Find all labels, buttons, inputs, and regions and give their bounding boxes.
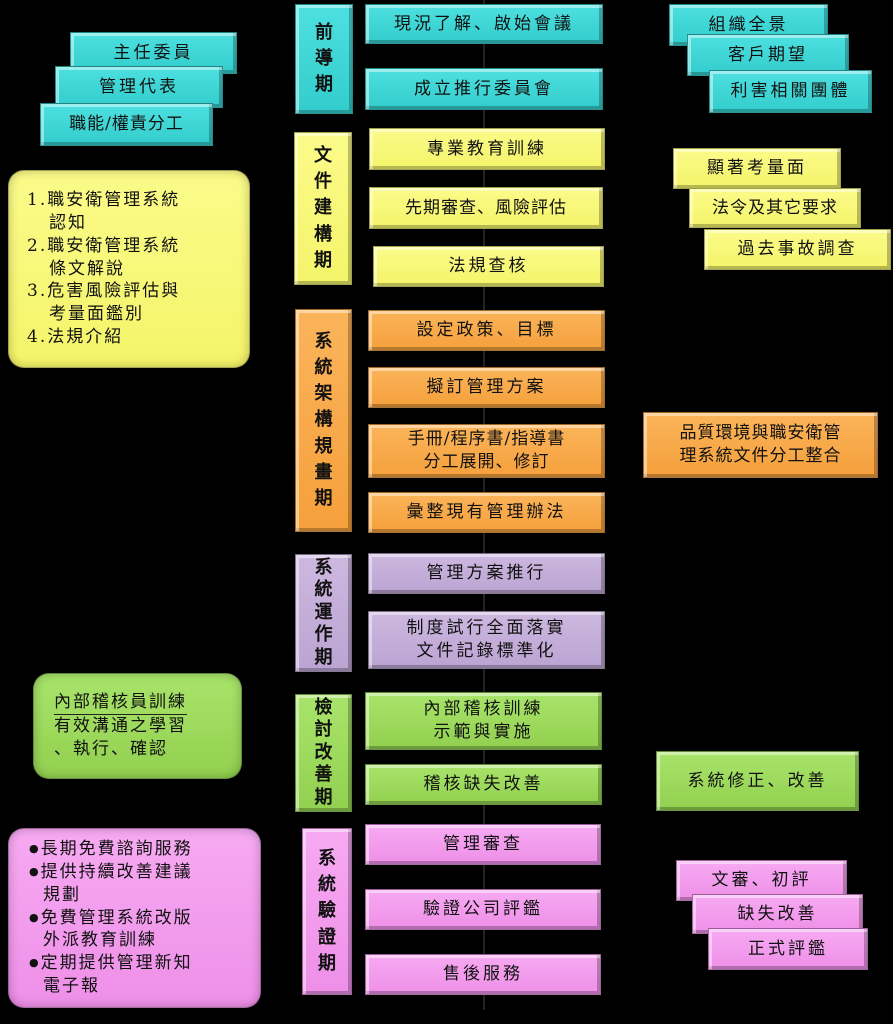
box-line: 有效溝通之學習 — [54, 716, 187, 737]
right-item-stakeholders: 利害相關團體 — [709, 70, 872, 113]
bullet-item: ●定期提供管理新知 — [29, 953, 193, 974]
list-item: 2.職安衛管理系統 — [27, 235, 181, 256]
phase-char: 導 — [315, 47, 333, 69]
right-item-accidents: 過去事故調查 — [704, 229, 891, 270]
step-trial-run: 制度試行全面落實 文件記錄標準化 — [368, 611, 605, 669]
phase-label-verification: 系 統 驗 證 期 — [302, 828, 352, 995]
phase-char: 期 — [314, 487, 333, 509]
step-plan-execution: 管理方案推行 — [368, 553, 605, 594]
phase-char: 建 — [314, 197, 332, 219]
bullet-icon: ● — [29, 910, 41, 924]
phase-char: 作 — [314, 624, 333, 646]
phase-char: 期 — [314, 249, 332, 271]
bullet-icon: ● — [29, 956, 41, 970]
left-item-mgmt-rep: 管理代表 — [55, 66, 223, 108]
phase-char: 善 — [314, 764, 333, 786]
phase-char: 架 — [314, 383, 333, 405]
phase-char: 期 — [315, 74, 333, 96]
step-audit-fix: 稽核缺失改善 — [365, 764, 602, 805]
right-box-integration: 品質環境與職安衛管 理系統文件分工整合 — [643, 412, 878, 478]
step-committee: 成立推行委員會 — [365, 68, 603, 110]
right-box-system-fix: 系統修正、改善 — [656, 751, 859, 811]
right-item-customer: 客戶期望 — [687, 34, 849, 76]
step-training: 專業教育訓練 — [369, 128, 605, 170]
right-item-legal: 法令及其它要求 — [689, 188, 861, 228]
step-line: 內部稽核訓練 — [423, 699, 544, 720]
phase-char: 期 — [318, 952, 336, 974]
phase-char: 構 — [314, 409, 333, 431]
phase-char: 文 — [314, 145, 332, 167]
box-line: 理系統文件分工整合 — [679, 446, 842, 466]
phase-char: 期 — [314, 786, 333, 808]
list-item-cont: 考量面鑑別 — [49, 304, 144, 325]
phase-char: 系 — [314, 331, 333, 353]
phase-label-pre: 前 導 期 — [295, 4, 353, 114]
bullet-icon: ● — [29, 841, 41, 855]
phase-char: 系 — [318, 848, 336, 870]
right-item-formal-audit: 正式評鑑 — [708, 928, 868, 970]
step-line: 手冊/程序書/指導書 — [407, 429, 566, 450]
bullet-item: ●長期免費諮詢服務 — [29, 838, 193, 859]
right-item-significant: 顯著考量面 — [673, 148, 841, 189]
phase-char: 畫 — [314, 461, 333, 483]
phase-label-document: 文 件 建 構 期 — [294, 132, 352, 285]
step-line: 示範與實施 — [433, 722, 534, 742]
box-line: 品質環境與職安衛管 — [679, 423, 842, 444]
step-line: 文件記錄標準化 — [416, 641, 557, 661]
right-item-defect-fix: 缺失改善 — [692, 894, 863, 934]
services-bullet-list: ●長期免費諮詢服務 ●提供持續改善建議 規劃 ●免費管理系統改版 外派教育訓練 … — [8, 828, 261, 1008]
box-line: 、執行、確認 — [54, 738, 168, 759]
step-regulation-check: 法規查核 — [373, 246, 604, 287]
phase-char: 前 — [315, 21, 333, 43]
phase-label-architecture: 系 統 架 構 規 畫 期 — [295, 309, 352, 532]
phase-char: 檢 — [314, 696, 333, 718]
phase-char: 統 — [314, 579, 333, 601]
list-item-cont: 認知 — [49, 212, 87, 233]
step-after-service: 售後服務 — [365, 954, 601, 995]
box-title: 內部稽核員訓練 — [54, 691, 187, 716]
phase-char: 規 — [314, 435, 333, 457]
phase-char: 件 — [314, 171, 332, 193]
phase-char: 討 — [314, 719, 333, 741]
phase-char: 系 — [314, 556, 333, 578]
list-item: 1.職安衛管理系統 — [27, 189, 181, 210]
phase-char: 統 — [314, 357, 333, 379]
step-line: 制度試行全面落實 — [406, 618, 567, 639]
step-mgmt-plan: 擬訂管理方案 — [368, 367, 605, 408]
list-item-cont: 條文解說 — [49, 258, 125, 279]
phase-label-review: 檢 討 改 善 期 — [295, 694, 352, 812]
bullet-item-cont: 電子報 — [43, 976, 100, 997]
auditor-training-box: 內部稽核員訓練 有效溝通之學習 、執行、確認 — [33, 673, 242, 779]
step-consolidate: 彙整現有管理辦法 — [368, 492, 605, 533]
list-item: 3.危害風險評估與 — [27, 281, 181, 302]
step-mgmt-review: 管理審查 — [365, 824, 601, 865]
step-status-kickoff: 現況了解、啟始會議 — [365, 4, 603, 44]
phase-char: 期 — [314, 646, 333, 668]
step-manuals: 手冊/程序書/指導書 分工展開、修訂 — [368, 424, 605, 478]
phase-char: 證 — [318, 926, 336, 948]
list-item: 4.法規介紹 — [27, 327, 124, 348]
training-topics-list: 1.職安衛管理系統 認知 2.職安衛管理系統 條文解說 3.危害風險評估與 考量… — [8, 170, 250, 368]
bullet-item-cont: 規劃 — [43, 884, 81, 905]
bullet-item: ●提供持續改善建議 — [29, 861, 193, 882]
phase-label-operation: 系 統 運 作 期 — [295, 554, 352, 672]
bullet-item-cont: 外派教育訓練 — [43, 930, 157, 951]
step-internal-audit: 內部稽核訓練 示範與實施 — [365, 692, 602, 750]
step-policy: 設定政策、目標 — [368, 310, 605, 351]
left-item-roles: 職能/權責分工 — [40, 103, 213, 146]
phase-char: 構 — [314, 223, 332, 245]
phase-char: 運 — [314, 601, 333, 623]
bullet-item: ●免費管理系統改版 — [29, 907, 193, 928]
step-cert-audit: 驗證公司評鑑 — [365, 889, 601, 930]
step-review-risk: 先期審查、風險評估 — [369, 187, 603, 229]
step-line: 分工展開、修訂 — [423, 452, 550, 472]
bullet-icon: ● — [29, 864, 41, 878]
phase-char: 統 — [318, 874, 336, 896]
phase-char: 改 — [314, 741, 333, 763]
phase-char: 驗 — [318, 900, 336, 922]
